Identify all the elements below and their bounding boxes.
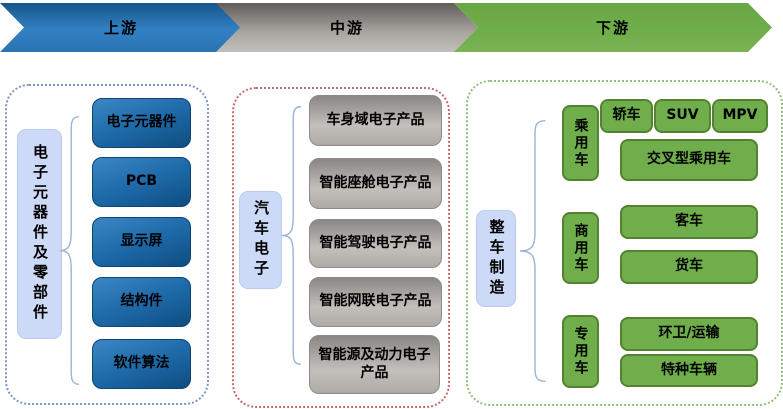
upstream-item-label: 电子元器件: [106, 114, 177, 131]
downstream-item: SUV: [654, 99, 711, 133]
midstream-item: 智能驾驶电子产品: [309, 219, 442, 268]
upstream-category-box: 电子元器件及零部件: [17, 129, 62, 339]
upstream-panel: 电子元器件及零部件 电子元器件 PCB 显示屏 结构件 软件算法: [5, 84, 209, 405]
special-vehicle-category: 专用车: [562, 315, 599, 388]
upstream-item: 显示屏: [92, 217, 191, 267]
upstream-category-label: 电子元器件及零部件: [31, 144, 49, 324]
midstream-item: 车身域电子产品: [309, 95, 442, 146]
downstream-item-label: 客车: [675, 213, 703, 230]
upstream-item: 结构件: [92, 277, 191, 327]
upstream-item-label: 显示屏: [120, 233, 163, 250]
midstream-item-label: 智能座舱电子产品: [319, 174, 432, 191]
downstream-item: 客车: [620, 205, 758, 239]
passenger-vehicle-label: 乘用车: [572, 117, 589, 169]
midstream-category-box: 汽车电子: [239, 191, 282, 289]
downstream-item: 轿车: [600, 99, 653, 133]
upstream-brace: [58, 114, 80, 387]
downstream-item: 环卫/运输: [620, 317, 758, 351]
downstream-item-label: 货车: [675, 258, 703, 275]
upstream-item: 软件算法: [92, 339, 191, 389]
commercial-vehicle-label: 商用车: [572, 222, 589, 274]
midstream-arrow-label: 中游: [329, 19, 364, 37]
midstream-item: 智能源及动力电子产品: [309, 335, 440, 394]
downstream-category-label: 整车制造: [487, 218, 506, 299]
downstream-item-label: SUV: [666, 107, 699, 124]
upstream-item-label: 结构件: [120, 293, 163, 310]
upstream-item-label: PCB: [125, 173, 158, 190]
downstream-arrow-label: 下游: [595, 19, 630, 37]
midstream-brace: [280, 104, 302, 367]
downstream-item-label: 轿车: [612, 107, 641, 124]
midstream-item-label: 智能网联电子产品: [319, 293, 432, 310]
downstream-item-label: MPV: [722, 107, 758, 124]
midstream-item-label: 智能驾驶电子产品: [319, 234, 432, 251]
downstream-item-label: 交叉型乘用车: [647, 151, 731, 168]
downstream-item: 特种车辆: [620, 354, 758, 387]
downstream-item: MPV: [712, 99, 768, 133]
special-vehicle-label: 专用车: [572, 326, 589, 377]
upstream-item-label: 软件算法: [113, 355, 170, 372]
upstream-arrow: 上游: [0, 3, 242, 52]
midstream-item-label: 智能源及动力电子产品: [318, 347, 431, 381]
midstream-arrow: 中游: [216, 3, 478, 52]
midstream-item: 智能网联电子产品: [309, 277, 442, 327]
downstream-item-label: 特种车辆: [661, 361, 717, 378]
midstream-item: 智能座舱电子产品: [309, 158, 442, 209]
downstream-item: 交叉型乘用车: [620, 139, 758, 181]
downstream-brace: [517, 118, 547, 384]
upstream-item: 电子元器件: [92, 98, 191, 148]
upstream-arrow-label: 上游: [103, 19, 138, 37]
downstream-arrow: 下游: [454, 3, 772, 52]
downstream-panel: 整车制造 乘用车 轿车 SUV MPV 交叉型乘用车 商用车 客车: [466, 80, 783, 406]
passenger-vehicle-category: 乘用车: [562, 105, 599, 181]
midstream-panel: 汽车电子 车身域电子产品 智能座舱电子产品 智能驾驶电子产品 智能网联电子产品 …: [232, 87, 450, 408]
downstream-item-label: 环卫/运输: [658, 325, 720, 342]
upstream-item: PCB: [92, 157, 191, 207]
downstream-item: 货车: [620, 250, 758, 284]
midstream-item-label: 车身域电子产品: [326, 111, 425, 128]
commercial-vehicle-category: 商用车: [562, 212, 599, 284]
midstream-category-label: 汽车电子: [252, 200, 270, 280]
downstream-category-box: 整车制造: [476, 210, 516, 307]
